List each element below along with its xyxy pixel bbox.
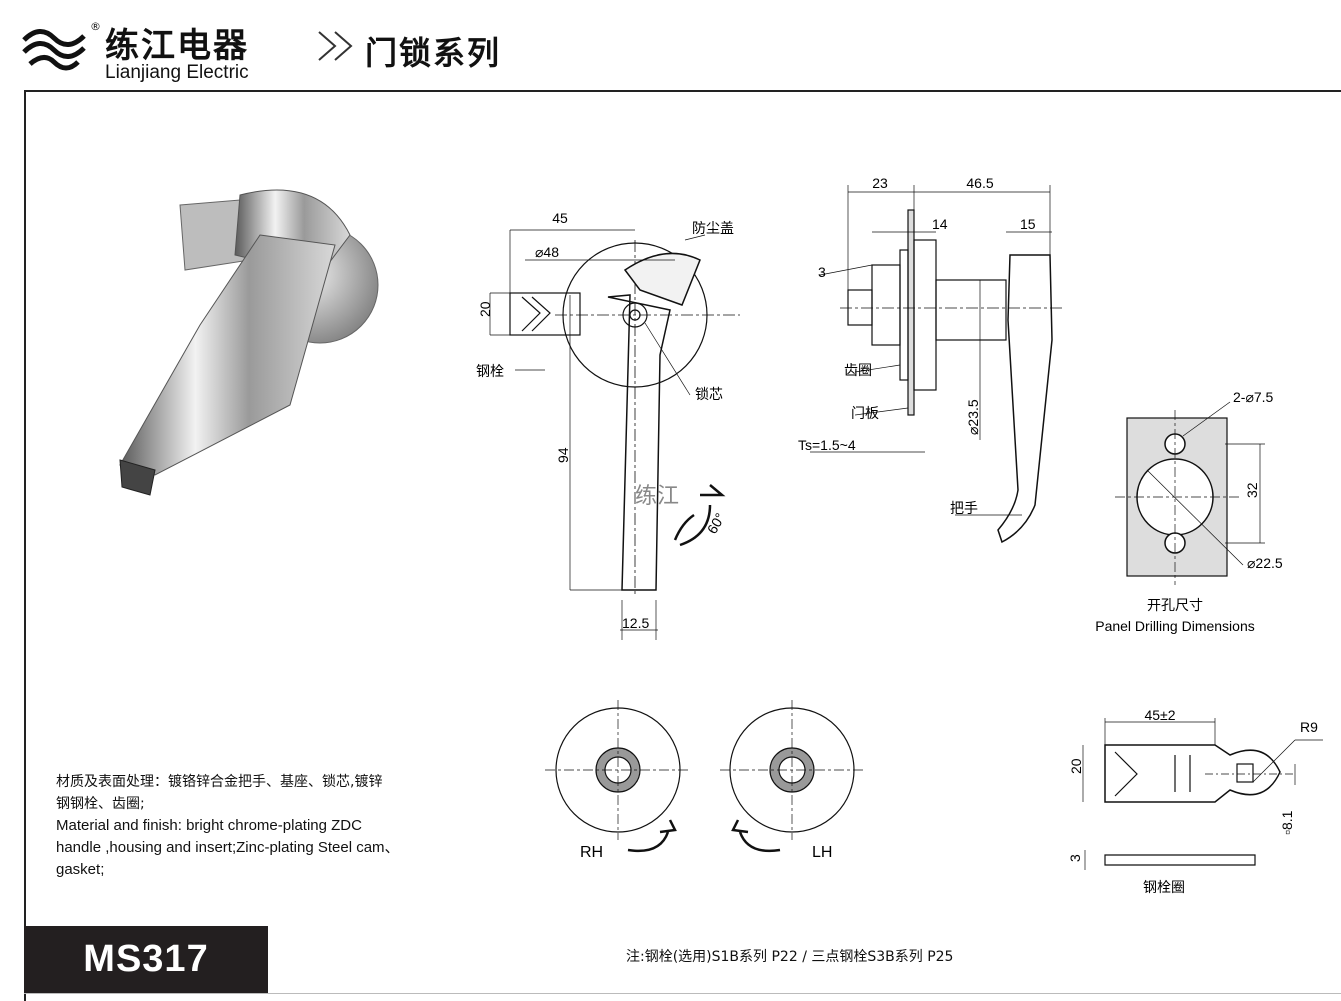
bolt-label: 钢栓圈 [1143, 879, 1185, 895]
label-gear: 齿圈 [844, 362, 872, 378]
dim-14: 14 [932, 216, 948, 232]
dim-ts: Ts=1.5~4 [798, 437, 856, 453]
panel-drilling-drawing: 2-⌀7.5 32 ⌀22.5 开孔尺寸 Panel Drilling Dime… [1095, 389, 1283, 634]
rotation-views-drawing: RH LH [545, 700, 865, 861]
dim-32: 32 [1244, 482, 1260, 498]
chevron-double-icon [318, 31, 353, 61]
material-en-line-1: Material and finish: bright chrome-plati… [56, 817, 362, 834]
footer-note: 注:钢栓(选用)S1B系列 P22 / 三点钢栓S3B系列 P25 [626, 949, 954, 965]
dim-handle-12-5: 12.5 [622, 615, 649, 631]
side-view-drawing: 23 46.5 14 15 3 ⌀23.5 Ts=1.5~4 齿圈 门板 把手 [798, 175, 1065, 544]
label-bolt: 钢栓 [476, 363, 504, 379]
bolt-dim-r9: R9 [1300, 719, 1318, 735]
label-dust-cover: 防尘盖 [692, 220, 734, 236]
front-view-drawing: 45 ⌀48 20 94 12.5 防尘盖 钢栓 锁芯 60° 练江 [476, 210, 740, 640]
dim-dia-48: ⌀48 [535, 244, 559, 260]
dim-bolt-20: 20 [477, 301, 493, 317]
dim-23: 23 [872, 175, 888, 191]
company-logo-icon [22, 29, 86, 71]
series-title: 门锁系列 [365, 34, 502, 72]
watermark: 练江 [635, 483, 679, 508]
label-handle: 把手 [950, 500, 978, 516]
panel-drilling-title-en: Panel Drilling Dimensions [1095, 618, 1255, 634]
dim-holes: 2-⌀7.5 [1233, 389, 1274, 405]
material-en-line-2: handle ,housing and insert;Zinc-plating … [56, 839, 400, 856]
dim-dia-23-5: ⌀23.5 [965, 399, 981, 435]
bolt-dim-8-1: ▫8.1 [1279, 810, 1295, 835]
frame-divider-bottom [24, 993, 1341, 994]
panel-drilling-title-cn: 开孔尺寸 [1147, 597, 1203, 613]
brand-name-en: Lianjiang Electric [105, 62, 249, 83]
rotation-angle: 60° [704, 510, 728, 536]
material-en-line-3: gasket; [56, 861, 105, 878]
bolt-dim-45: 45±2 [1144, 707, 1175, 723]
material-description: 材质及表面处理：镀铬锌合金把手、基座、锁芯,镀锌 钢钢栓、齿圈; Materia… [56, 771, 478, 881]
rh-label: RH [580, 844, 603, 861]
lh-label: LH [812, 844, 832, 861]
material-cn-line-2: 钢钢栓、齿圈; [56, 796, 145, 812]
dim-width-45: 45 [552, 210, 568, 226]
dim-15: 15 [1020, 216, 1036, 232]
bolt-dim-20: 20 [1068, 758, 1084, 774]
product-photo [119, 189, 379, 496]
model-number: MS317 [24, 926, 268, 993]
material-cn-line-1: 材质及表面处理：镀铬锌合金把手、基座、锁芯,镀锌 [56, 774, 383, 790]
bolt-dim-3: 3 [1067, 854, 1083, 862]
dim-46-5: 46.5 [966, 175, 993, 191]
frame-divider-left [24, 90, 26, 1001]
label-core: 锁芯 [695, 386, 723, 402]
bolt-detail-drawing: 45±2 R9 20 ▫8.1 3 钢栓圈 [1067, 707, 1323, 895]
dim-3: 3 [818, 264, 826, 280]
brand-name-cn: 练江电器 [105, 26, 249, 66]
registered-mark: ® [90, 20, 101, 33]
label-door-panel: 门板 [851, 405, 879, 421]
frame-divider-top [24, 90, 1341, 92]
dim-length-94: 94 [555, 447, 571, 463]
dim-dia-22-5: ⌀22.5 [1247, 555, 1283, 571]
